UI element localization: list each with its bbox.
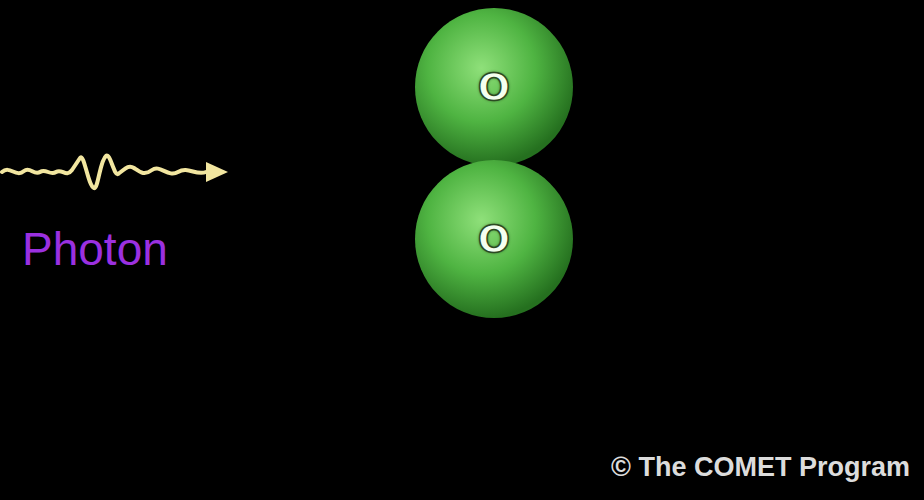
atom-sphere: O xyxy=(414,7,574,167)
photon-squiggle xyxy=(2,156,216,189)
sphere-fill xyxy=(415,160,573,318)
atom-sphere: O xyxy=(414,159,574,319)
atom-symbol: O xyxy=(478,217,510,261)
photon-arrowhead xyxy=(206,162,228,182)
sphere-fill xyxy=(415,8,573,166)
atom-symbol: O xyxy=(478,65,510,109)
photon-label: Photon xyxy=(22,222,168,276)
copyright-notice: © The COMET Program xyxy=(611,452,910,483)
